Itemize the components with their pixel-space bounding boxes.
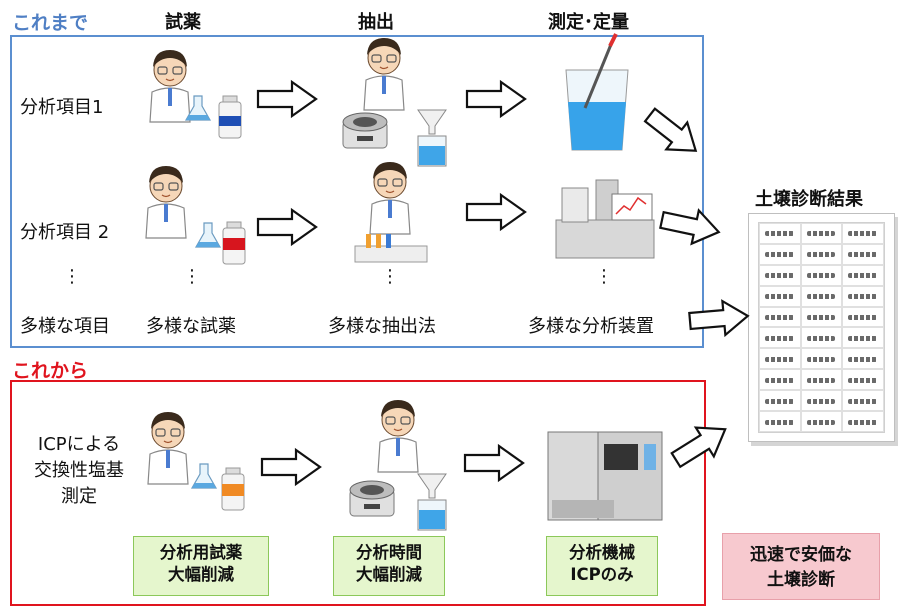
right-arrow-icon — [638, 100, 708, 166]
scientist-woman-with-flask-icon — [147, 411, 217, 489]
column-header-measurement: 測定･定量 — [548, 12, 629, 33]
outcome-box: 迅速で安価な 土壌診断 — [722, 533, 880, 600]
analytical-instrument-icon — [555, 179, 655, 259]
benefit-reagent-box: 分析用試薬 大幅削減 — [133, 536, 269, 596]
section-label-future: これから — [12, 360, 89, 382]
right-arrow-icon — [260, 448, 322, 486]
benefit-device-line2: ICPのみ — [570, 565, 634, 584]
variety-extraction-label: 多様な抽出法 — [328, 316, 436, 337]
ellipsis-items: ⋮ — [63, 266, 81, 287]
benefit-time-line1: 分析時間 — [356, 543, 422, 562]
row-label-item2: 分析項目 2 — [20, 222, 110, 243]
right-arrow-icon — [465, 193, 527, 231]
benefit-time-line2: 大幅削減 — [356, 565, 422, 584]
scientist-man-with-flask-icon — [145, 165, 221, 248]
variety-devices-label: 多様な分析装置 — [528, 316, 654, 337]
benefit-time-box: 分析時間 大幅削減 — [333, 536, 445, 596]
benefit-device-line1: 分析機械 — [569, 543, 635, 562]
outcome-line1: 迅速で安価な — [750, 545, 852, 565]
variety-reagents-label: 多様な試薬 — [146, 316, 236, 337]
reagent-bottle-orange-icon — [221, 467, 245, 511]
section-label-current: これまで — [12, 12, 89, 34]
beaker-with-pipette-icon — [565, 33, 629, 151]
right-arrow-icon — [687, 297, 751, 340]
right-arrow-icon — [657, 202, 724, 250]
right-arrow-icon — [256, 80, 318, 118]
reagent-bottle-red-icon — [222, 221, 246, 265]
column-header-extraction: 抽出 — [358, 12, 394, 33]
benefit-reagent-line2: 大幅削減 — [168, 565, 234, 584]
funnel-icon — [417, 109, 447, 167]
column-header-reagent: 試薬 — [165, 12, 201, 33]
centrifuge-icon — [349, 480, 395, 517]
benefit-reagent-line1: 分析用試薬 — [159, 543, 243, 562]
scientist-woman-with-flask-icon — [149, 49, 211, 123]
future-row-label-line2: 交換性塩基 — [34, 460, 124, 481]
right-arrow-icon — [256, 208, 318, 246]
ellipsis-devices: ⋮ — [595, 266, 613, 287]
right-arrow-icon — [465, 80, 527, 118]
result-title: 土壌診断結果 — [755, 189, 863, 210]
ellipsis-extraction: ⋮ — [381, 266, 399, 287]
icp-spectrometer-icon — [547, 431, 663, 521]
future-row-label: ICPによる 交換性塩基 測定 — [30, 432, 128, 510]
future-row-label-line3: 測定 — [61, 486, 97, 507]
future-method-frame — [10, 380, 706, 606]
future-row-label-line1: ICPによる — [37, 434, 121, 455]
funnel-icon — [417, 473, 447, 531]
scientist-man-icon — [377, 399, 419, 473]
row-label-item1: 分析項目1 — [20, 97, 104, 118]
right-arrow-icon — [665, 413, 736, 476]
scientist-man-with-test-tubes-icon — [354, 161, 428, 263]
outcome-line2: 土壌診断 — [767, 570, 835, 590]
benefit-device-box: 分析機械 ICPのみ — [546, 536, 658, 596]
reagent-bottle-blue-icon — [218, 95, 242, 139]
centrifuge-icon — [342, 112, 388, 149]
variety-items-label: 多様な項目 — [20, 316, 110, 337]
ellipsis-reagents: ⋮ — [183, 266, 201, 287]
right-arrow-icon — [463, 444, 525, 482]
scientist-woman-icon — [363, 37, 405, 111]
current-method-frame — [10, 35, 704, 348]
result-sheet-icon — [748, 213, 895, 442]
